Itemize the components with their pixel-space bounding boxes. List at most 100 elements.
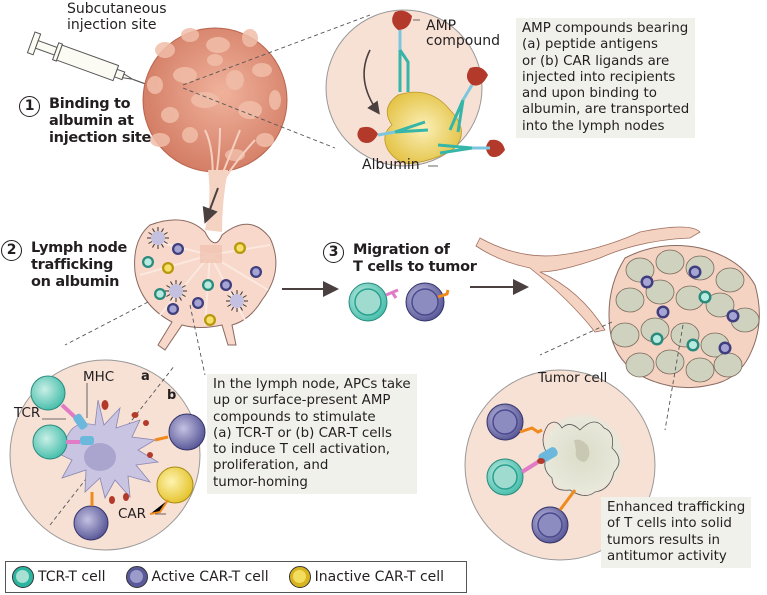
panel-b-label: b [167,388,177,403]
apc-small [165,280,187,302]
small-cell-core [652,334,662,344]
callout-line: compounds to stimulate [213,409,376,425]
tumor-tissue-cell [705,292,735,318]
legend: TCR-T cell Active CAR-T cell Inactive CA… [5,561,467,593]
callout-line: tumors results in [607,532,721,548]
small-cell-core [169,305,177,313]
legend-item-tcr-t: TCR-T cell [12,566,106,588]
tumor-tissue-cell [615,287,645,313]
flow-arrow-1-to-2 [202,187,219,224]
step-line: on albumin [31,274,120,290]
callout-line: (a) TCR-T or (b) CAR-T cells [213,425,392,441]
legend-label: TCR-T cell [38,569,106,585]
step-line: Binding to [49,96,131,112]
small-cell-core [728,311,738,321]
small-cell-core [700,292,710,302]
tcr-label: TCR [14,405,41,421]
injection-site-label: Subcutaneous injection site [67,1,167,33]
small-cell-core [658,307,668,317]
callout-line: up or surface-present AMP [213,393,391,409]
step-2-title: 2 Lymph node trafficking on albumin [1,240,128,291]
small-cell-core [156,290,164,298]
callout-line: AMP compounds bearing [522,21,689,36]
small-cell-core [204,281,212,289]
step-line: injection site [49,130,152,146]
amp-compound-label-line: AMP [426,18,457,34]
step-line: albumin at [49,113,134,129]
amp-albumin-inset [325,9,505,167]
callout-line: proliferation, and [213,458,329,474]
migrating-t-cells [348,282,450,322]
tumor-cell-label: Tumor cell [538,370,608,386]
small-cell-core [222,281,230,289]
blood-vessel [475,226,701,333]
small-cell-core [642,277,652,287]
step-line: Lymph node [31,240,128,256]
step-line: trafficking [31,257,114,273]
albumin-label: Albumin [362,157,420,173]
injection-site-label-line: injection site [67,17,157,33]
tumor-tissue-cell [685,357,715,383]
callout-line: of T cells into solid [607,516,732,532]
small-cell-core [236,244,244,252]
syringe-icon [26,31,173,95]
tumor-tissue-cell [713,352,743,378]
legend-label: Active CAR-T cell [151,569,269,585]
tumor-cell-outline [542,421,620,496]
panel-a-label: a [141,369,150,384]
apc-nucleus [84,443,116,471]
step-1-title: 1 Binding to albumin at injection site [19,96,152,147]
tumor-mass [608,245,760,389]
small-cell-core [252,268,260,276]
tumor-tissue-cell [655,249,685,275]
zoom-guide-lines [182,14,371,149]
active-car-t-cell-icon [125,566,148,588]
tumor-tissue-cell [655,349,685,375]
zoom-guide-lines-2 [64,301,206,376]
small-cell-core [720,343,730,353]
injection-site-label-line: Subcutaneous [67,1,167,17]
step-number-badge: 1 [19,96,40,117]
small-cell-core [144,258,152,266]
callout-line: or (b) CAR ligands are [522,53,670,69]
legend-item-inactive-car-t: Inactive CAR-T cell [288,566,445,588]
callout-line: into the lymph nodes [522,118,665,134]
callout-line: antitumor activity [607,548,727,564]
tumor-tissue-cell [715,267,745,293]
small-cell-core [194,299,202,307]
callout-line: (a) peptide antigens [522,37,658,53]
zoom-guide-lines-4 [664,324,684,431]
step-number-badge: 3 [323,242,344,263]
callout-line: and upon binding to [522,86,657,102]
tcr-t-cell-icon [12,566,34,588]
callout-line: injected into recipients [522,69,676,85]
inactive-car-t-cell-icon [288,566,311,588]
small-cell-core [206,316,214,324]
step-line: T cells to tumor [353,259,477,275]
callout-line: Enhanced trafficking [607,500,746,515]
lymph-node-callout: In the lymph node, APCs take up or surfa… [207,374,417,495]
amp-compound-label: AMP compound [426,19,500,49]
apc-small [226,290,248,312]
small-cell-core [690,267,700,277]
callout-line: albumin, are transported [522,102,690,118]
step-line: Migration of [353,242,450,258]
callout-line: to induce T cell activation, [213,442,391,458]
step-number-badge: 2 [1,240,22,261]
small-cell-core [174,245,182,253]
small-cell-core [688,340,698,350]
apc-inset [9,359,206,551]
amp-callout: AMP compounds bearing (a) peptide antige… [516,18,696,139]
zoom-guide-lines-3 [539,321,613,356]
tumor-tissue-cell [610,322,640,348]
tumor-callout: Enhanced trafficking of T cells into sol… [601,497,752,569]
callout-line: tumor-homing [213,474,308,490]
legend-label: Inactive CAR-T cell [314,569,445,585]
mhc-label: MHC [83,369,115,385]
callout-line: In the lymph node, APCs take [213,377,411,392]
apc-small [147,227,169,249]
tumor-tissue-cell [645,279,675,305]
tumor-tissue-cell [625,352,655,378]
small-cell-core [164,264,172,272]
